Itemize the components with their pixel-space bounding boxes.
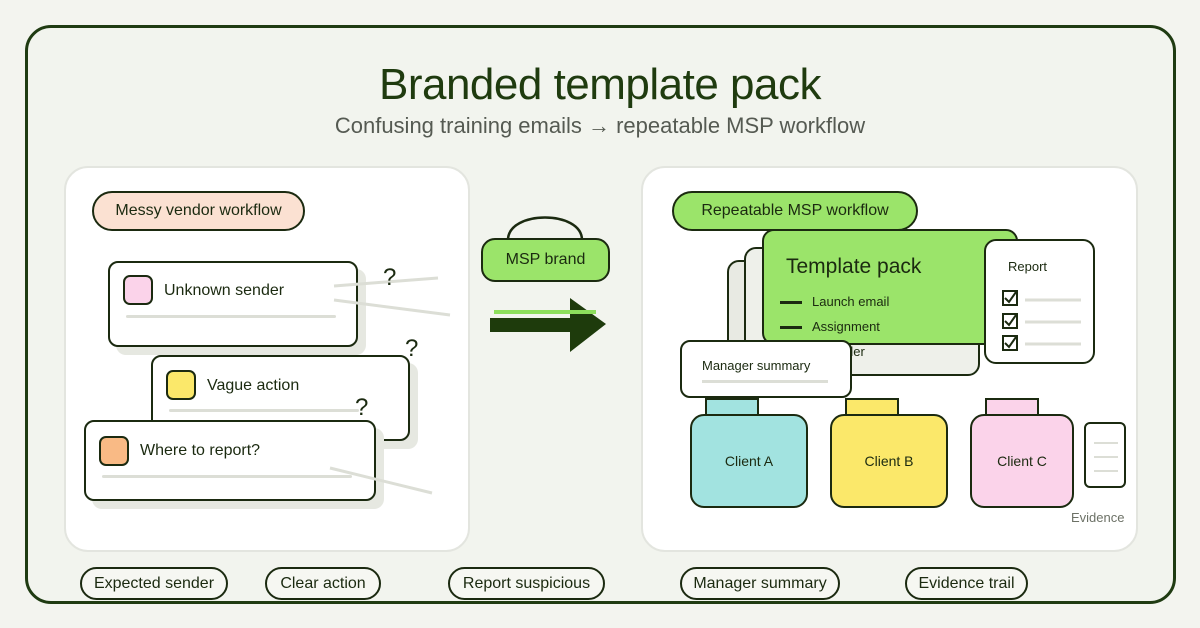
question-mark: ? xyxy=(355,394,369,421)
repeatable-workflow-tag: Repeatable MSP workflow xyxy=(672,191,918,231)
vague-action-swatch xyxy=(166,370,196,400)
placeholder-line xyxy=(126,315,336,318)
manager-summary-label: Manager summary xyxy=(702,358,811,373)
list-dash-icon xyxy=(780,326,802,329)
tag-clear-action: Clear action xyxy=(265,567,381,600)
placeholder-line xyxy=(1094,470,1118,472)
vague-action-label: Vague action xyxy=(207,377,300,394)
tag-expected-sender: Expected sender xyxy=(80,567,228,600)
unknown-sender-card: Unknown sender xyxy=(108,261,358,347)
list-dash-icon xyxy=(780,301,802,304)
client-b-connector xyxy=(845,398,899,416)
checkbox-checked-icon xyxy=(1002,290,1018,306)
unknown-sender-swatch xyxy=(123,275,153,305)
page-title: Branded template pack xyxy=(378,60,822,109)
tag-report-suspicious: Report suspicious xyxy=(448,567,605,600)
msp-brand-arrow-graphic xyxy=(490,216,606,352)
client-c-connector xyxy=(985,398,1039,416)
placeholder-line xyxy=(169,409,359,412)
arrow-right-icon xyxy=(490,298,606,352)
tag-evidence-trail: Evidence trail xyxy=(905,567,1028,600)
client-a-connector xyxy=(705,398,759,416)
placeholder-line xyxy=(702,380,828,383)
checkbox-checked-icon xyxy=(1002,313,1018,329)
where-to-report-label: Where to report? xyxy=(140,442,261,459)
placeholder-line xyxy=(1094,456,1118,458)
evidence-document-icon xyxy=(1084,422,1126,488)
where-to-report-card: Where to report? xyxy=(84,420,376,501)
tag-manager-summary: Manager summary xyxy=(680,567,840,600)
question-mark: ? xyxy=(383,264,397,291)
client-b: Client B xyxy=(830,414,948,508)
template-pack-card: Template pack Launch email Assignment xyxy=(762,229,1018,345)
bag-handle-icon xyxy=(506,216,584,241)
msp-brand-badge: MSP brand xyxy=(481,238,610,282)
placeholder-line xyxy=(1094,442,1118,444)
template-pack-title: Template pack xyxy=(786,255,922,278)
where-to-report-swatch xyxy=(99,436,129,466)
unknown-sender-label: Unknown sender xyxy=(164,282,285,299)
template-item: Launch email xyxy=(812,294,890,309)
template-item: Assignment xyxy=(812,319,880,334)
checkbox-checked-icon xyxy=(1002,335,1018,351)
question-mark: ? xyxy=(405,335,419,362)
evidence-label: Evidence xyxy=(1071,510,1125,525)
report-title: Report xyxy=(1008,259,1048,274)
report-checklist xyxy=(1002,290,1081,351)
messy-workflow-tag: Messy vendor workflow xyxy=(92,191,305,231)
manager-summary-card: Manager summary xyxy=(680,340,852,398)
client-a: Client A xyxy=(690,414,808,508)
page-subtitle: Confusing training emails → repeatable M… xyxy=(334,113,866,138)
client-c: Client C xyxy=(970,414,1074,508)
placeholder-line xyxy=(102,475,352,478)
